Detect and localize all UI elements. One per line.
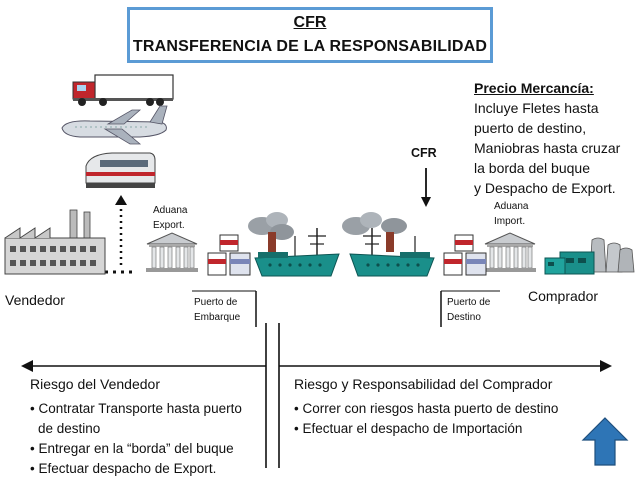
list-item: de destino: [38, 421, 101, 436]
seller-label: Vendedor: [5, 292, 65, 308]
port-origin-label: Puerto de Embarque: [194, 295, 240, 325]
list-item: • Entregar en la “borda” del buque: [30, 441, 234, 456]
buyer-label: Comprador: [528, 288, 599, 304]
customs-import-line: Import.: [494, 216, 526, 227]
seller-risk-list: • Contratar Transporte hasta puerto de d…: [30, 399, 242, 479]
title-box: CFR TRANSFERENCIA DE LA RESPONSABILIDAD: [127, 7, 493, 63]
up-arrow-icon: [581, 417, 629, 466]
cargo-ship-icon: [342, 212, 435, 277]
train-icon: [85, 152, 156, 188]
port-destination-line: Destino: [447, 312, 481, 323]
seller-risk-heading: Riesgo del Vendedor: [30, 376, 160, 392]
port-origin-line: Embarque: [194, 312, 241, 323]
price-note: Precio Mercancía: Incluye Fletes hasta p…: [474, 78, 634, 198]
container-stack-icon: [207, 234, 251, 276]
port-destination-label: Puerto de Destino: [447, 295, 490, 325]
power-plant-icon: [544, 237, 635, 275]
buyer-risk-heading: Riesgo y Responsabilidad del Comprador: [294, 376, 553, 392]
list-item: • Contratar Transporte hasta puerto: [30, 401, 242, 416]
cfr-marker-label: CFR: [411, 146, 437, 160]
airplane-icon: [61, 105, 168, 145]
list-item: • Correr con riesgos hasta puerto de des…: [294, 401, 559, 416]
customs-import-label: Aduana Import.: [494, 199, 528, 229]
customs-export-line: Aduana: [153, 205, 188, 216]
price-line: Incluye Fletes hasta: [474, 100, 599, 116]
title-subtitle: TRANSFERENCIA DE LA RESPONSABILIDAD: [132, 38, 488, 55]
port-origin-line: Puerto de: [194, 297, 238, 308]
container-stack-icon: [443, 234, 487, 276]
list-item: • Efectuar despacho de Export.: [30, 461, 217, 476]
factory-icon: [4, 209, 106, 275]
title-term: CFR: [293, 14, 327, 31]
customs-building-icon: [484, 232, 536, 272]
cargo-ship-icon: [248, 212, 340, 277]
port-destination-line: Puerto de: [447, 297, 491, 308]
truck-icon: [72, 74, 174, 106]
buyer-risk-list: • Correr con riesgos hasta puerto de des…: [294, 399, 558, 439]
price-heading: Precio Mercancía:: [474, 80, 594, 96]
customs-export-label: Aduana Export.: [153, 203, 187, 233]
customs-import-line: Aduana: [494, 201, 529, 212]
price-line: puerto de destino,: [474, 120, 587, 136]
customs-building-icon: [146, 232, 198, 272]
price-line: Maniobras hasta cruzar: [474, 140, 621, 156]
customs-export-line: Export.: [153, 220, 185, 231]
list-item: • Efectuar el despacho de Importación: [294, 421, 523, 436]
price-line: y Despacho de Export.: [474, 180, 616, 196]
price-line: la borda del buque: [474, 160, 590, 176]
